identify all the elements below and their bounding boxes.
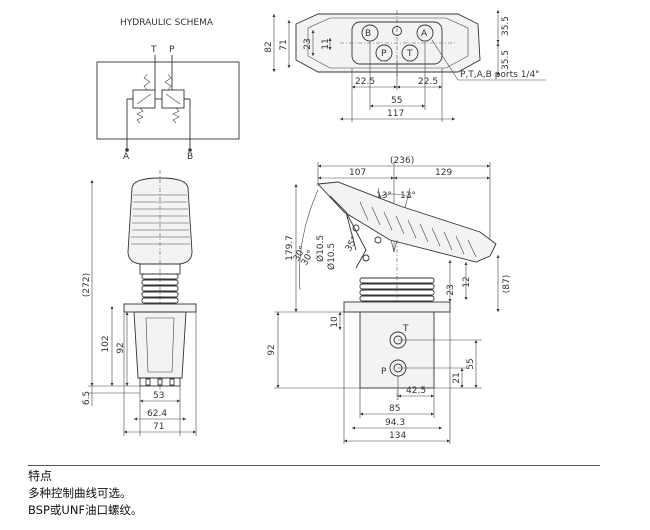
dim-35-5-a: 35.5 bbox=[501, 16, 511, 36]
dim-134: 134 bbox=[389, 431, 406, 441]
schema-port-b: B bbox=[187, 152, 193, 162]
dim-6-5: 6.5 bbox=[82, 391, 92, 405]
dim-82: 82 bbox=[264, 41, 274, 52]
left-view: (272) 102 92 6.5 53 62.4 71 bbox=[82, 170, 197, 436]
side-flange bbox=[343, 301, 451, 313]
top-port-b bbox=[361, 24, 379, 42]
dim-71-bottom: 71 bbox=[153, 422, 164, 432]
dim-35-5-b: 35.5 bbox=[501, 50, 511, 70]
top-letter-a: A bbox=[421, 29, 428, 39]
top-view: B A P T 82 71 23 11 35.5 35.5 22.5 22.5 … bbox=[264, 10, 546, 122]
dim-92-side: 92 bbox=[267, 344, 277, 355]
dim-23: 23 bbox=[303, 38, 313, 49]
dim-179-7: 179.7 bbox=[285, 235, 295, 261]
angle-13-right: 13° bbox=[400, 191, 416, 201]
dim-62-4: 62.4 bbox=[147, 409, 167, 419]
top-port-p bbox=[375, 44, 393, 62]
dim-272: (272) bbox=[82, 273, 92, 297]
top-port-small bbox=[392, 26, 402, 36]
top-letter-p: P bbox=[381, 49, 387, 59]
features-section: 特点 多种控制曲线可选。 BSP或UNF油口螺纹。 bbox=[28, 468, 600, 519]
dia-10-5-b: Ø10.5 bbox=[326, 243, 337, 270]
ports-note: P,T,A,B ports 1/4" bbox=[460, 70, 539, 80]
dim-22-5-left: 22.5 bbox=[355, 77, 375, 87]
left-bellows bbox=[141, 273, 179, 304]
dim-71: 71 bbox=[279, 39, 289, 50]
dim-55-side: 55 bbox=[466, 358, 476, 369]
features-title: 特点 bbox=[28, 469, 53, 483]
dia-10-5-a: Ø10.5 bbox=[315, 235, 326, 262]
dim-102: 102 bbox=[101, 335, 111, 352]
dim-92-left: 92 bbox=[116, 342, 126, 353]
schema-port-a: A bbox=[123, 152, 130, 162]
schema-port-t: T bbox=[150, 45, 157, 55]
dim-94-3: 94.3 bbox=[385, 418, 405, 428]
dim-87: (87) bbox=[502, 275, 512, 293]
schema-title: HYDRAULIC SCHEMA bbox=[120, 18, 214, 28]
feature-line-2: BSP或UNF油口螺纹。 bbox=[28, 503, 143, 517]
side-view: (236) 107 129 13° 13° 30° 30° Ø10.5 Ø10.… bbox=[267, 156, 512, 444]
side-letter-p: P bbox=[381, 367, 387, 377]
side-letter-t: T bbox=[402, 324, 409, 334]
top-port-a bbox=[416, 24, 434, 42]
ports-leader bbox=[431, 39, 546, 81]
angle-13-left: 13° bbox=[376, 191, 392, 201]
dim-10: 10 bbox=[330, 316, 340, 328]
dim-11: 11 bbox=[321, 38, 331, 49]
dim-23-side: 23 bbox=[446, 284, 456, 295]
feature-line-1: 多种控制曲线可选。 bbox=[28, 486, 132, 500]
dim-42-5: 42.5 bbox=[406, 386, 426, 396]
pedal-plate bbox=[317, 181, 497, 263]
dim-107: 107 bbox=[349, 168, 366, 178]
section-divider bbox=[28, 465, 600, 466]
hydraulic-schema: HYDRAULIC SCHEMA T P A B bbox=[96, 18, 240, 162]
dim-53: 53 bbox=[153, 391, 164, 401]
dim-236: (236) bbox=[390, 156, 414, 166]
dim-129: 129 bbox=[435, 168, 452, 178]
schema-port-p: P bbox=[169, 45, 175, 55]
left-body bbox=[133, 311, 187, 379]
angle-35: 35° bbox=[344, 235, 361, 254]
side-body bbox=[359, 311, 435, 389]
dim-12: 12 bbox=[462, 276, 472, 287]
dim-117: 117 bbox=[387, 109, 404, 119]
top-letter-b: B bbox=[365, 29, 371, 39]
dim-21: 21 bbox=[452, 372, 462, 383]
dim-55: 55 bbox=[391, 96, 402, 106]
technical-drawing: HYDRAULIC SCHEMA T P A B bbox=[82, 10, 546, 444]
dim-85: 85 bbox=[389, 404, 400, 414]
top-port-t bbox=[401, 44, 419, 62]
left-flange bbox=[123, 303, 197, 313]
schema-frame bbox=[96, 61, 240, 140]
dim-22-5-right: 22.5 bbox=[418, 77, 438, 87]
top-letter-t: T bbox=[406, 49, 413, 59]
